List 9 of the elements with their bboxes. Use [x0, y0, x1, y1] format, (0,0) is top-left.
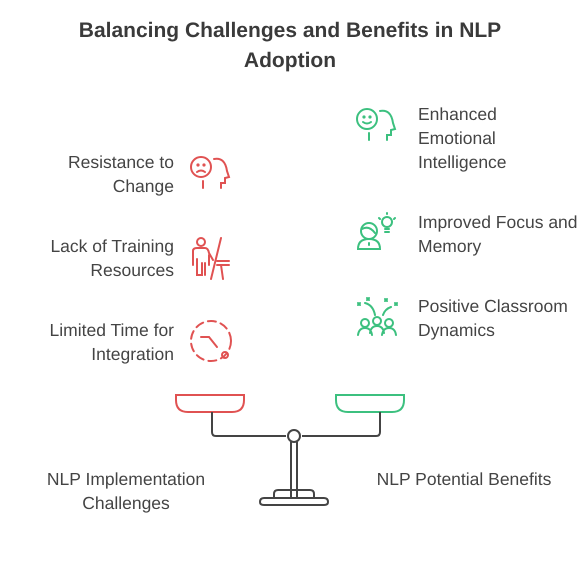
item-label: NLP Implementation Challenges [46, 468, 206, 515]
item-label: Lack of Training Resources [49, 235, 174, 282]
item-label: Enhanced Emotional Intelligence [418, 103, 508, 174]
item-label: Resistance to Change [66, 151, 174, 198]
item-label: Positive Classroom Dynamics [418, 295, 569, 342]
title: Balancing Challenges and Benefits in NLP Adoption [78, 18, 502, 74]
item-label: NLP Potential Benefits [376, 468, 552, 491]
item-label: Improved Focus and Memory [418, 211, 578, 258]
item-label: Limited Time for Integration [48, 319, 174, 366]
